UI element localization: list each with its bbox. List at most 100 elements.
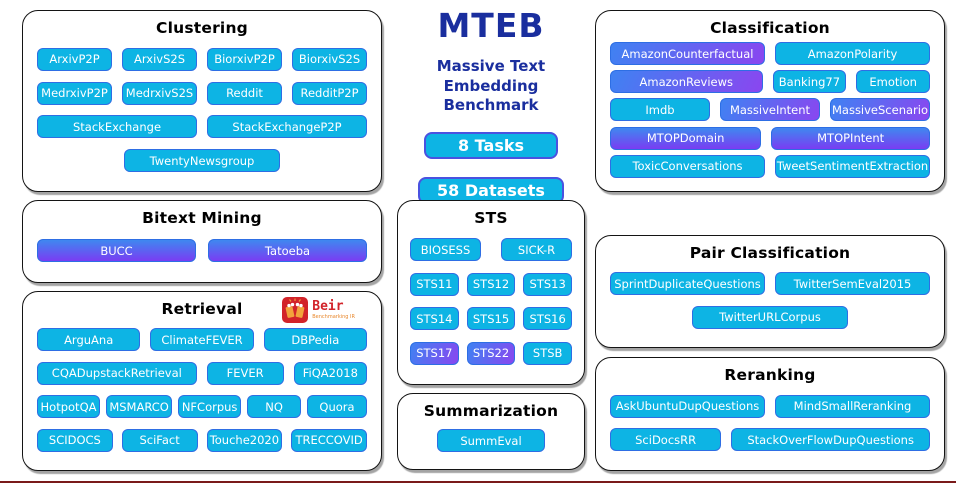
mteb-header: MTEB Massive Text Embedding Benchmark 8 … xyxy=(397,6,585,204)
badge-nq: NQ xyxy=(247,395,302,419)
summarization-panel: Summarization SummEval xyxy=(397,393,585,470)
badge-treccovid: TRECCOVID xyxy=(291,428,367,452)
badge-row: SprintDuplicateQuestions TwitterSemEval2… xyxy=(610,272,930,296)
badge-sts15: STS15 xyxy=(466,307,516,331)
classification-badges: AmazonCounterfactual AmazonPolarity Amaz… xyxy=(610,37,930,183)
badge-massiveintent: MassiveIntent xyxy=(720,98,820,122)
mteb-logo-title: MTEB xyxy=(437,6,545,45)
sts-title: STS xyxy=(474,209,508,227)
badge-row: ArguAna ClimateFEVER DBPedia xyxy=(37,328,367,352)
badge-scidocsrr: SciDocsRR xyxy=(610,428,722,452)
pair-classification-title: Pair Classification xyxy=(689,244,851,262)
summarization-badges: SummEval xyxy=(412,420,570,461)
classification-panel: Classification AmazonCounterfactual Amaz… xyxy=(595,10,945,192)
badge-tweetsentimentextraction: TweetSentimentExtraction xyxy=(775,154,930,178)
badge-row: AmazonCounterfactual AmazonPolarity xyxy=(610,42,930,66)
badge-emotion: Emotion xyxy=(856,70,930,94)
reranking-badges: AskUbuntuDupQuestions MindSmallReranking… xyxy=(610,384,930,462)
badge-row: TwitterURLCorpus xyxy=(610,305,930,329)
badge-row: AskUbuntuDupQuestions MindSmallReranking xyxy=(610,394,930,418)
beir-subtext: Benchmarking IR xyxy=(312,314,355,320)
badge-amazonreviews: AmazonReviews xyxy=(610,70,763,94)
badge-climatefever: ClimateFEVER xyxy=(150,328,254,352)
retrieval-badges: ArguAna ClimateFEVER DBPedia CQADupstack… xyxy=(37,318,367,462)
mteb-subtitle-line2: Embedding Benchmark xyxy=(443,76,539,115)
badge-scifact: SciFact xyxy=(121,428,198,452)
datasets-count-badge: 58 Datasets xyxy=(418,176,564,204)
badge-mindsmallreranking: MindSmallReranking xyxy=(775,394,930,418)
bottom-border-line xyxy=(0,481,956,483)
badge-sts22: STS22 xyxy=(466,341,516,365)
badge-sts12: STS12 xyxy=(466,272,516,296)
badge-banking77: Banking77 xyxy=(772,70,847,94)
badge-row: STS14 STS15 STS16 xyxy=(410,307,573,331)
summarization-title: Summarization xyxy=(423,402,559,420)
badge-tatoeba: Tatoeba xyxy=(208,239,367,262)
badge-stackexchange: StackExchange xyxy=(37,115,197,139)
badge-fiqa2018: FiQA2018 xyxy=(293,361,367,385)
badge-twitterurlcorpus: TwitterURLCorpus xyxy=(691,305,849,329)
badge-row: Imdb MassiveIntent MassiveScenario xyxy=(610,98,930,122)
reranking-title: Reranking xyxy=(724,366,816,384)
beir-wordmark: Beir Benchmarking IR xyxy=(312,300,355,320)
badge-sts16: STS16 xyxy=(523,307,573,331)
badge-biorxivp2p: BiorxivP2P xyxy=(207,47,282,71)
badge-row: STS17 STS22 STSB xyxy=(410,341,573,365)
badge-massivescenario: MassiveScenario xyxy=(830,98,930,122)
badge-row: MedrxivP2P MedrxivS2S Reddit RedditP2P xyxy=(37,81,367,105)
badge-quora: Quora xyxy=(307,395,367,419)
bitext-mining-badges: BUCC Tatoeba xyxy=(37,227,367,274)
badge-imdb: Imdb xyxy=(610,98,710,122)
badge-row: SciDocsRR StackOverFlowDupQuestions xyxy=(610,428,930,452)
badge-bucc: BUCC xyxy=(37,239,196,262)
badge-sts11: STS11 xyxy=(410,272,459,296)
badge-row: CQADupstackRetrieval FEVER FiQA2018 xyxy=(37,361,367,385)
badge-touche2020: Touche2020 xyxy=(206,428,283,452)
badge-sts13: STS13 xyxy=(523,272,573,296)
beir-name: Beir xyxy=(312,299,344,314)
tasks-count-badge: 8 Tasks xyxy=(424,131,558,159)
badge-twittersemeval2015: TwitterSemEval2015 xyxy=(775,272,930,296)
badge-arguana: ArguAna xyxy=(37,328,141,352)
badge-reddit: Reddit xyxy=(207,81,282,105)
retrieval-panel: Retrieval Beir Benchmarking IR ArguAna C… xyxy=(22,291,382,471)
badge-medrxivs2s: MedrxivS2S xyxy=(122,81,197,105)
badge-row: SCIDOCS SciFact Touche2020 TRECCOVID xyxy=(37,428,367,452)
badge-sick-r: SICK-R xyxy=(501,238,572,262)
badge-row: MTOPDomain MTOPIntent xyxy=(610,126,930,150)
badge-stackexchangep2p: StackExchangeP2P xyxy=(207,115,367,139)
badge-askubuntudupquestions: AskUbuntuDupQuestions xyxy=(610,394,765,418)
retrieval-title: Retrieval xyxy=(161,300,243,318)
beir-mugs-icon xyxy=(282,297,309,323)
badge-biosess: BIOSESS xyxy=(410,238,481,262)
clustering-badges: ArxivP2P ArxivS2S BiorxivP2P BiorxivS2S … xyxy=(37,37,367,183)
sts-panel: STS BIOSESS SICK-R STS11 STS12 STS13 STS… xyxy=(397,200,585,385)
badge-summeval: SummEval xyxy=(437,429,545,452)
badge-sts14: STS14 xyxy=(410,307,459,331)
badge-row: HotpotQA MSMARCO NFCorpus NQ Quora xyxy=(37,395,367,419)
badge-row: ArxivP2P ArxivS2S BiorxivP2P BiorxivS2S xyxy=(37,47,367,71)
badge-amazoncounterfactual: AmazonCounterfactual xyxy=(610,42,765,66)
badge-row: AmazonReviews Banking77 Emotion xyxy=(610,70,930,94)
badge-mtopintent: MTOPIntent xyxy=(771,126,930,150)
badge-hotpotqa: HotpotQA xyxy=(37,395,101,419)
mteb-subtitle: Massive Text Embedding Benchmark xyxy=(397,57,585,116)
badge-row: StackExchange StackExchangeP2P xyxy=(37,115,367,139)
bitext-mining-title: Bitext Mining xyxy=(142,209,262,227)
mteb-subtitle-line1: Massive Text xyxy=(436,57,546,75)
badge-sprintduplicatequestions: SprintDuplicateQuestions xyxy=(610,272,765,296)
badge-stackoverflowdupquestions: StackOverFlowDupQuestions xyxy=(731,428,930,452)
badge-stsb: STSB xyxy=(523,341,573,365)
pair-classification-badges: SprintDuplicateQuestions TwitterSemEval2… xyxy=(610,262,930,339)
beir-logo: Beir Benchmarking IR xyxy=(282,297,355,323)
badge-cqadupstackretrieval: CQADupstackRetrieval xyxy=(37,361,197,385)
pair-classification-panel: Pair Classification SprintDuplicateQuest… xyxy=(595,235,945,348)
bitext-mining-panel: Bitext Mining BUCC Tatoeba xyxy=(22,200,382,283)
badge-redditp2p: RedditP2P xyxy=(292,81,367,105)
badge-medrxivp2p: MedrxivP2P xyxy=(37,81,112,105)
classification-title: Classification xyxy=(710,19,830,37)
badge-msmarco: MSMARCO xyxy=(106,395,173,419)
badge-row: TwentyNewsgroup xyxy=(37,149,367,173)
badge-mtopdomain: MTOPDomain xyxy=(610,126,762,150)
